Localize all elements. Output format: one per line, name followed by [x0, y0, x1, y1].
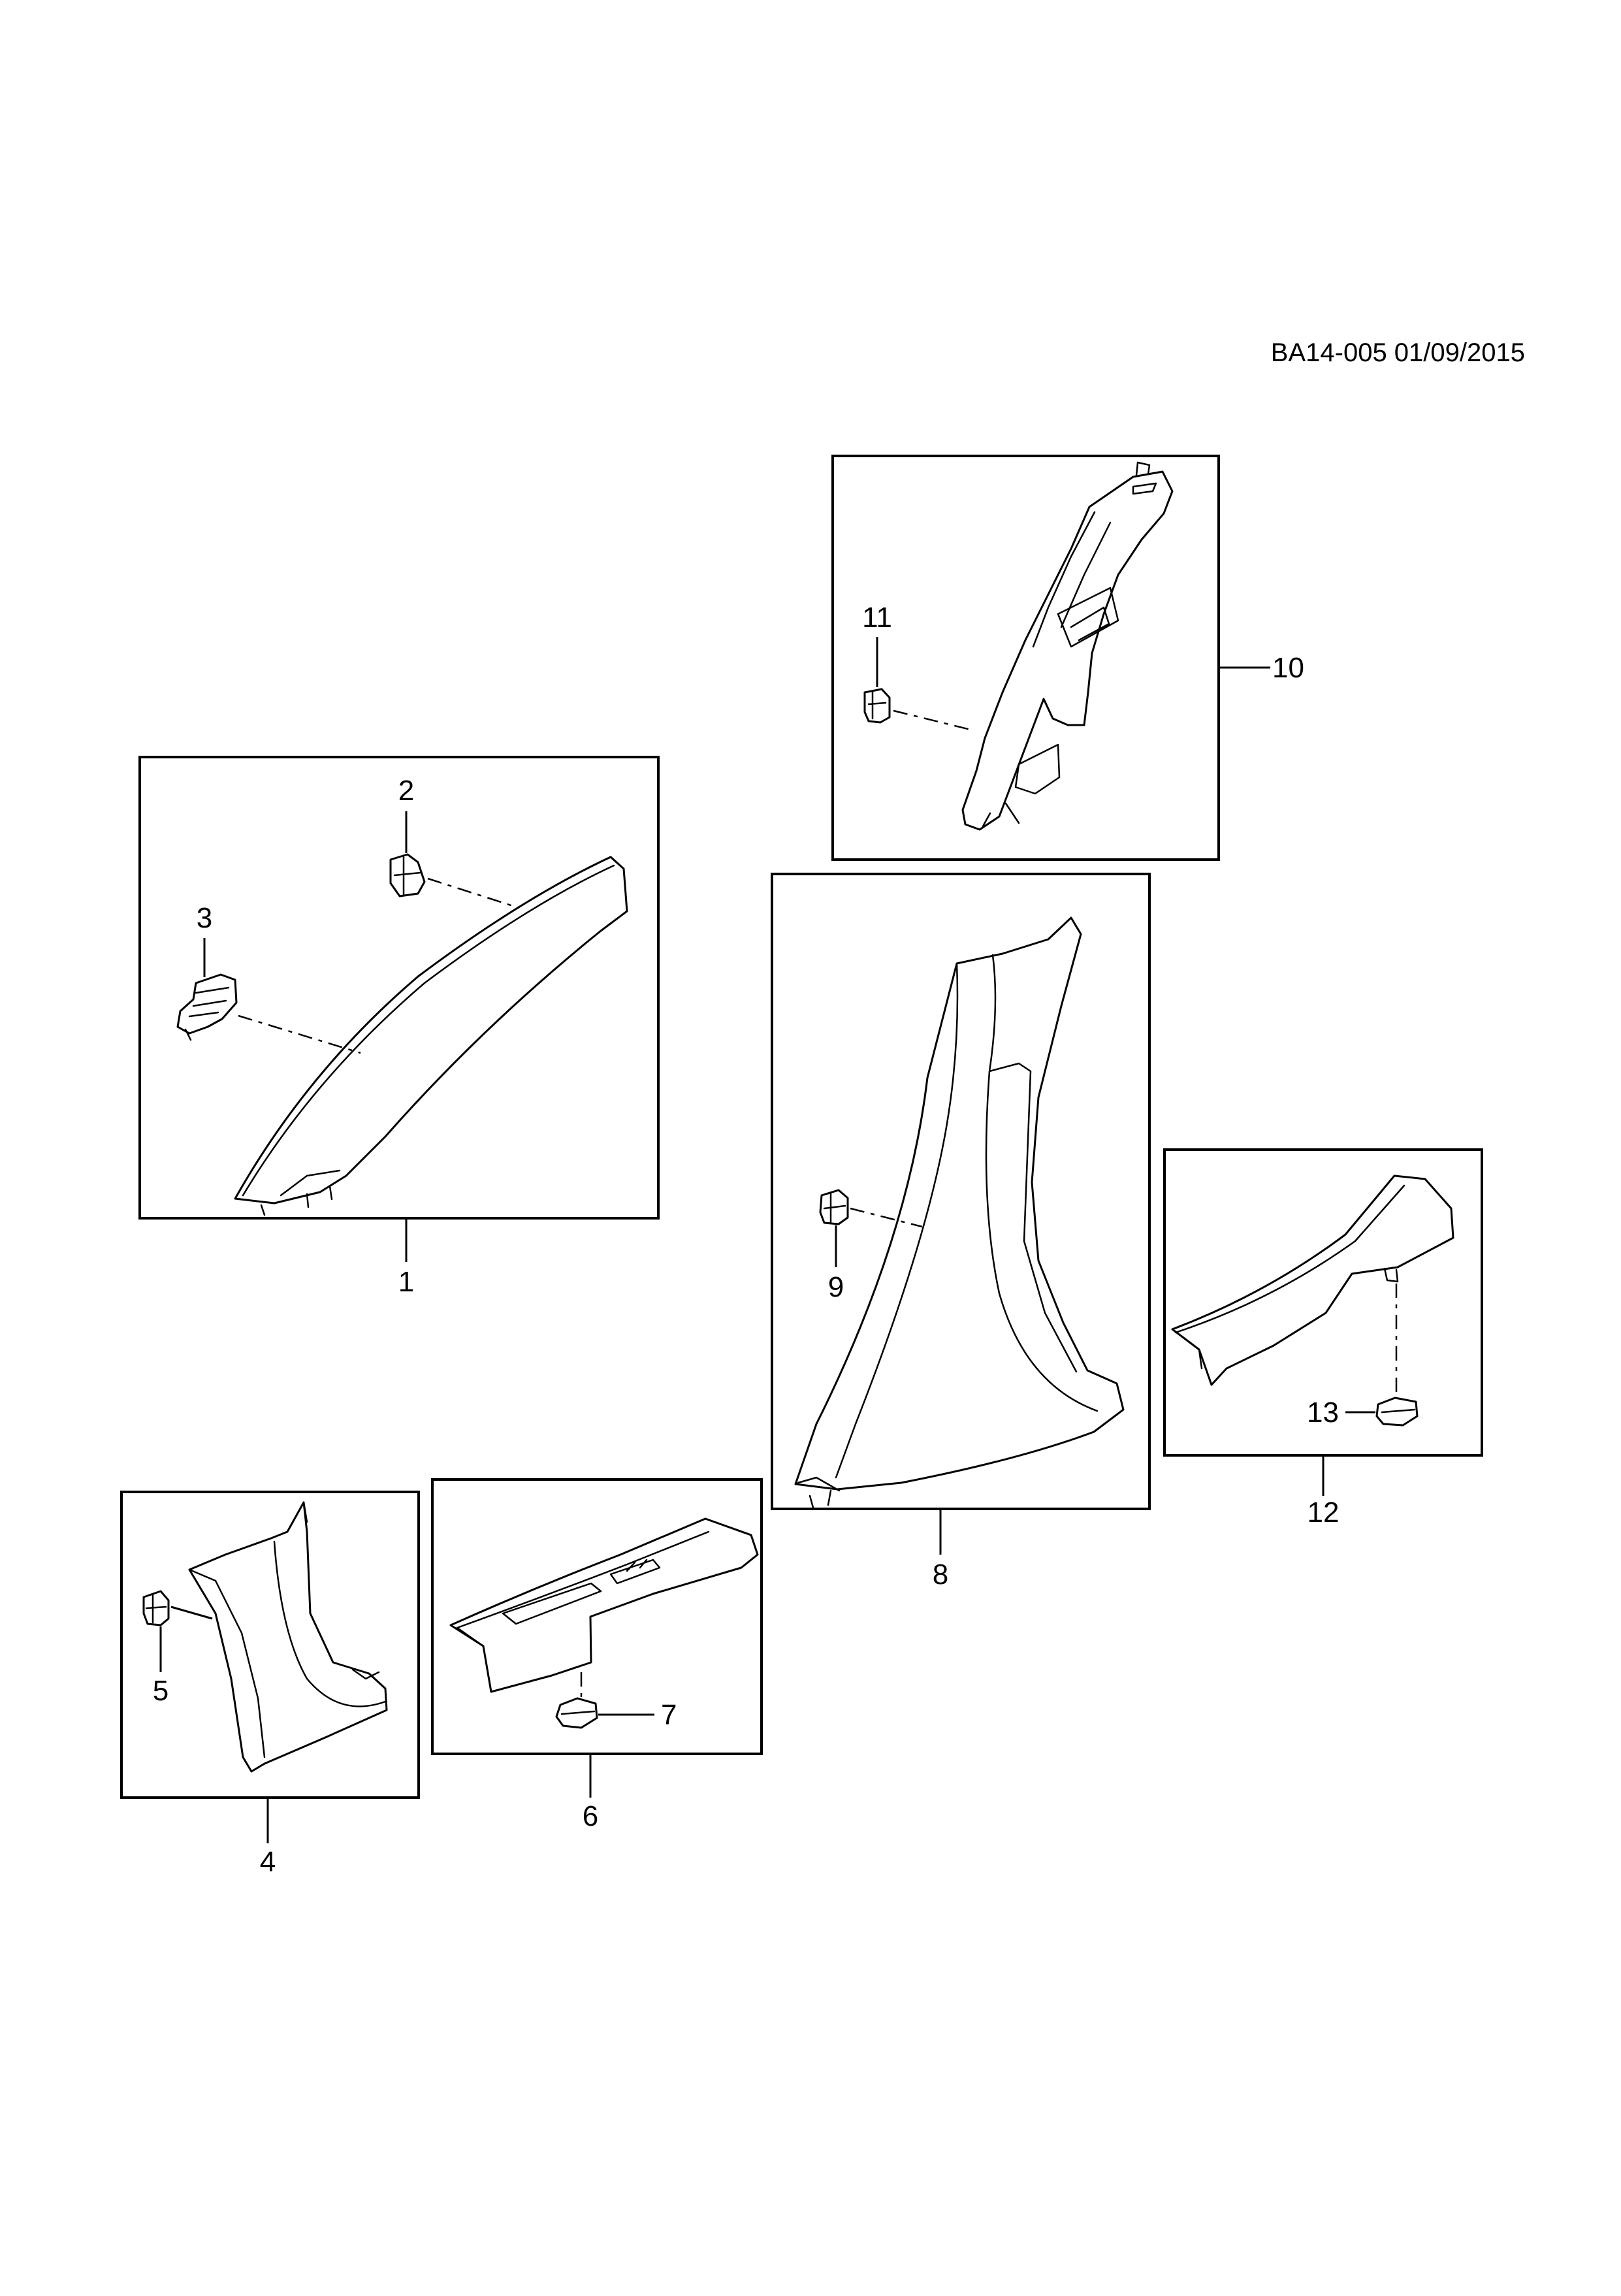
part-5-clip-detail	[145, 1593, 167, 1624]
part-12-detail	[1174, 1184, 1405, 1370]
part-8-lower-pillar-trim	[794, 916, 1125, 1491]
callout-7: 7	[661, 1699, 677, 1731]
callout-8: 8	[933, 1559, 948, 1591]
part-6-detail	[456, 1530, 710, 1647]
part-4-detail	[188, 1501, 387, 1758]
group-4: 5 4	[120, 1491, 420, 1878]
callout-5: 5	[153, 1675, 169, 1707]
part-12-rear-sill-trim	[1171, 1174, 1454, 1386]
dashed-leader-3	[238, 1014, 361, 1054]
group-6: 7 6	[431, 1478, 763, 1832]
group-10: 11 10	[831, 455, 1304, 861]
part-1-detail	[242, 864, 615, 1216]
part-10-upper-pillar-trim	[961, 470, 1174, 831]
group-8: 9 8	[771, 873, 1151, 1591]
dashed-leader-9	[850, 1207, 923, 1228]
callout-11: 11	[862, 602, 892, 634]
part-11-clip-detail	[867, 691, 887, 720]
group-12: 13 12	[1163, 1148, 1483, 1528]
part-3-clip-detail	[184, 986, 230, 1041]
callout-6: 6	[583, 1800, 598, 1832]
part-9-clip-detail	[823, 1191, 846, 1224]
part-7-clip-detail	[560, 1710, 596, 1715]
part-4-kick-panel	[188, 1501, 388, 1773]
part-11-clip	[863, 688, 891, 724]
callout-12: 12	[1308, 1496, 1340, 1528]
part-6-sill-plate	[449, 1517, 759, 1693]
frame-6	[431, 1478, 763, 1755]
callout-3: 3	[197, 902, 212, 934]
part-2-clip-detail	[393, 856, 422, 896]
callout-13: 13	[1307, 1397, 1339, 1429]
reference-code: BA14-005 01/09/2015	[1271, 338, 1525, 367]
part-8-detail	[797, 954, 1099, 1509]
callout-10: 10	[1272, 652, 1304, 684]
part-2-clip	[389, 853, 426, 897]
callout-2: 2	[398, 775, 414, 807]
leader-5-to-part	[170, 1606, 213, 1620]
frame-8	[771, 873, 1151, 1510]
group-1: 2 3 1	[138, 756, 660, 1298]
part-10-detail	[982, 461, 1157, 828]
frame-10	[831, 455, 1220, 861]
callout-4: 4	[260, 1846, 276, 1878]
dashed-leader-11	[893, 709, 974, 732]
frame-1	[138, 756, 660, 1220]
part-13-clip-detail	[1381, 1408, 1416, 1414]
dashed-leader-2	[427, 877, 520, 909]
callout-1: 1	[398, 1266, 414, 1298]
frame-4	[120, 1491, 420, 1799]
part-1-a-pillar-trim	[234, 856, 628, 1205]
callout-9: 9	[828, 1271, 844, 1303]
